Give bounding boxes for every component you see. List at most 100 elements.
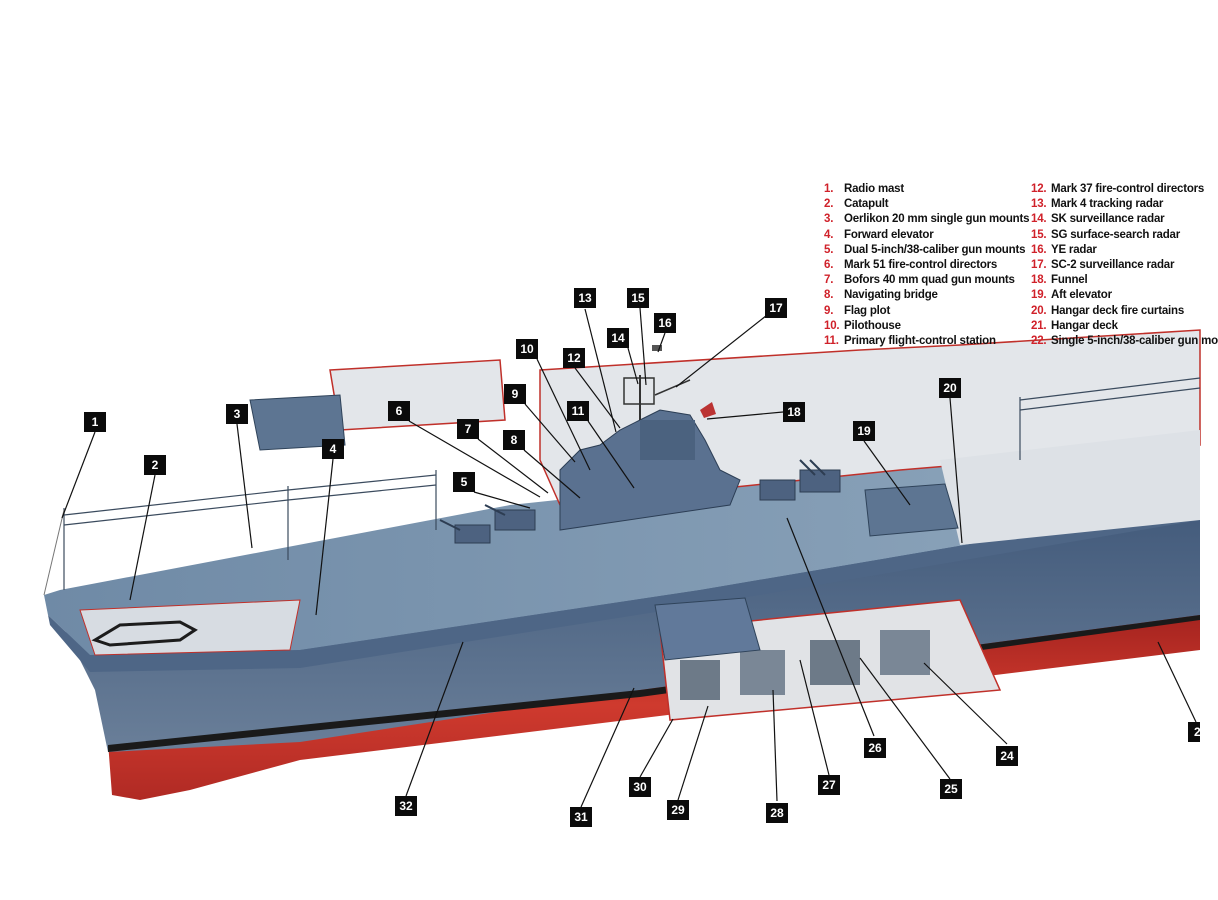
legend-number: 11. xyxy=(824,334,839,347)
legend-number: 7. xyxy=(824,274,834,287)
legend-number: 9. xyxy=(824,304,834,317)
callout-partial-2: 2 xyxy=(1188,722,1201,742)
legend-item: 21.Hangar deck xyxy=(1031,319,1200,334)
catapult-track xyxy=(91,620,198,647)
legend-label: Radio mast xyxy=(844,183,904,195)
legend-number: 1. xyxy=(824,183,834,195)
callout-28: 28 xyxy=(766,803,788,823)
callout-15: 15 xyxy=(627,288,649,308)
callout-9: 9 xyxy=(504,384,526,404)
legend-label: Mark 51 fire-control directors xyxy=(844,258,998,271)
hull-boot-stripe xyxy=(108,615,1200,752)
legend-item: 9. Flag plot xyxy=(824,304,1029,319)
callout-13: 13 xyxy=(574,288,596,308)
callout-25: 25 xyxy=(940,779,962,799)
legend-number: 15. xyxy=(1031,228,1047,241)
legend-number: 21. xyxy=(1031,319,1047,332)
legend-number: 19. xyxy=(1031,289,1047,302)
legend-item: 16. YE radar xyxy=(1031,243,1200,258)
legend-label: Flag plot xyxy=(844,304,891,317)
legend-item: 1. Radio mast xyxy=(824,182,1029,197)
legend-column-2: 12.Mark 37 fire-control directors 13.Mar… xyxy=(1031,182,1218,349)
callout-16: 16 xyxy=(654,313,676,333)
legend-label: Bofors 40 mm quad gun mounts xyxy=(844,274,1015,287)
flight-deck-edge xyxy=(48,505,1200,672)
callout-7: 7 xyxy=(457,419,479,439)
legend-item: 17. SC-2 surveillance radar xyxy=(1031,258,1200,273)
legend-label: Mark 37 fire-control directors xyxy=(1051,183,1205,195)
callout-11: 11 xyxy=(567,401,589,421)
machinery-4 xyxy=(880,630,930,675)
callout-19: 19 xyxy=(853,421,875,441)
callout-4: 4 xyxy=(322,439,344,459)
callout-29: 29 xyxy=(667,800,689,820)
legend-number: 2. xyxy=(824,198,834,211)
legend-number: 18. xyxy=(1031,274,1047,287)
legend-column-1: 1. Radio mast 2. Catapult 3.Oerlikon 20 mm… xyxy=(824,182,1030,349)
legend-label: Mark 4 tracking radar xyxy=(1051,198,1164,211)
legend-item: 22. Single 5-inch/38-caliber gun mo xyxy=(1031,334,1218,349)
callout-31: 31 xyxy=(570,807,592,827)
legend-item: 2. Catapult xyxy=(824,197,1029,212)
callout-6: 6 xyxy=(388,401,410,421)
forward-elevator-platform xyxy=(249,394,346,451)
legend-item: 15. SG surface-search radar xyxy=(1031,228,1200,243)
aft-elevator-platform xyxy=(864,483,959,537)
sk-radar-antenna xyxy=(623,377,655,405)
callout-20: 20 xyxy=(939,378,961,398)
legend-label: Navigating bridge xyxy=(844,289,938,302)
callout-26: 26 xyxy=(864,738,886,758)
legend-label: SG surface-search radar xyxy=(1051,228,1180,241)
legend-label: Aft elevator xyxy=(1051,289,1112,302)
legend-number: 10. xyxy=(824,319,840,332)
legend-number: 3. xyxy=(824,213,834,226)
legend-item: 4. Forward elevator xyxy=(824,228,1029,243)
legend-item: 20.Hangar deck fire curtains xyxy=(1031,304,1200,319)
legend-number: 22. xyxy=(1031,334,1047,347)
legend-item: 6. Mark 51 fire-control directors xyxy=(824,258,1029,273)
legend-number: 16. xyxy=(1031,243,1047,256)
callout-10: 10 xyxy=(516,339,538,359)
legend-label: YE radar xyxy=(1051,243,1097,256)
sc2-radar-arm xyxy=(654,379,691,396)
legend-item: 13.Mark 4 tracking radar xyxy=(1031,197,1200,212)
legend-number: 6. xyxy=(824,258,834,271)
legend-label: SK surveillance radar xyxy=(1051,213,1165,226)
callout-17: 17 xyxy=(765,298,787,318)
legend-number: 4. xyxy=(824,228,834,241)
legend-item: 14. SK surveillance radar xyxy=(1031,212,1200,227)
legend-item: 7. Bofors 40 mm quad gun mounts xyxy=(824,273,1029,288)
callout-14: 14 xyxy=(607,328,629,348)
legend-number: 17. xyxy=(1031,258,1047,271)
legend-item: 11.Primary flight-control station xyxy=(824,334,1029,349)
callout-12: 12 xyxy=(563,348,585,368)
legend-item: 3.Oerlikon 20 mm single gun mounts xyxy=(824,212,1030,227)
legend-item: 12.Mark 37 fire-control directors xyxy=(1031,182,1204,197)
legend-number: 14. xyxy=(1031,213,1047,226)
legend-item: 8. Navigating bridge xyxy=(824,288,1029,303)
legend-item: 19. Aft elevator xyxy=(1031,288,1200,303)
legend-label: Hangar deck fire curtains xyxy=(1051,304,1185,317)
machinery-2 xyxy=(740,650,785,695)
mid-elevator-platform xyxy=(654,597,761,661)
machinery-3 xyxy=(810,640,860,685)
legend-label: Catapult xyxy=(844,198,889,211)
legend-label: Pilothouse xyxy=(844,319,901,332)
callout-8: 8 xyxy=(503,430,525,450)
machinery-1 xyxy=(680,660,720,700)
legend-number: 5. xyxy=(824,243,834,256)
callout-1: 1 xyxy=(84,412,106,432)
callout-5: 5 xyxy=(453,472,475,492)
callout-24: 24 xyxy=(996,746,1018,766)
callout-2: 2 xyxy=(144,455,166,475)
legend-label: Funnel xyxy=(1051,274,1088,287)
callout-27: 27 xyxy=(818,775,840,795)
legend-item: 5.Dual 5-inch/38-caliber gun mounts xyxy=(824,243,1029,258)
legend-label: Single 5-inch/38-caliber gun mo xyxy=(1051,334,1218,347)
legend-label: Forward elevator xyxy=(844,228,934,241)
legend-label: SC-2 surveillance radar xyxy=(1051,258,1175,271)
leader-lines xyxy=(61,307,1197,808)
legend-number: 8. xyxy=(824,289,834,302)
callout-30: 30 xyxy=(629,777,651,797)
